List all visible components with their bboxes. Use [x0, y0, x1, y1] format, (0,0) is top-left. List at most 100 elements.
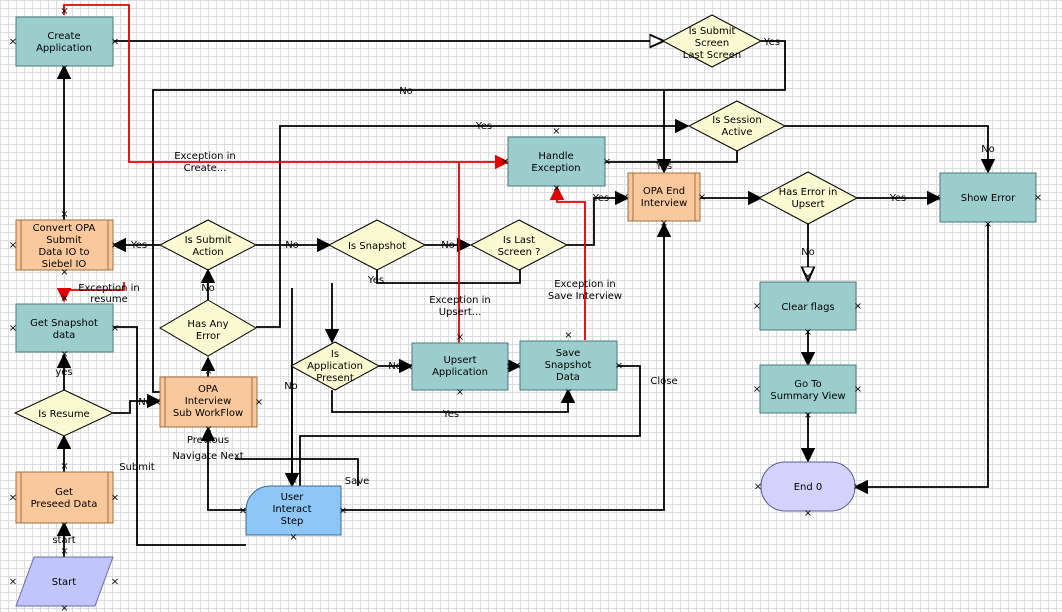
edge-label-exc-create-2: Create... [184, 163, 227, 174]
create-application-label-2: Application [36, 43, 92, 54]
edge-label-no-error-upsert: No [801, 247, 815, 258]
get-snapshot-label-2: data [53, 330, 76, 341]
has-any-error-label-2: Error [196, 331, 221, 342]
edge-session-showerror [785, 125, 996, 174]
create-application-label-1: Create [47, 31, 80, 42]
edge-label-save: Save [345, 476, 370, 487]
edge-submitscreen-no [152, 89, 664, 393]
has-error-upsert-label-2: Upsert [791, 199, 824, 210]
get-preseed-data-node[interactable]: Get Preseed Data [15, 471, 114, 524]
has-any-error-label-1: Has Any [187, 319, 228, 330]
port-marker: × [204, 366, 212, 377]
get-preseed-label-2: Preseed Data [31, 499, 98, 510]
show-error-node[interactable]: Show Error [939, 172, 1037, 223]
port-marker: × [603, 157, 611, 168]
is-resume-decision[interactable]: Is Resume [13, 389, 115, 437]
port-marker: × [621, 192, 629, 203]
edge-label-exc-save-2: Save Interview [548, 291, 622, 302]
has-error-in-upsert-decision[interactable]: Has Error in Upsert [757, 171, 859, 225]
user-interact-step-node[interactable]: User Interact Step [245, 485, 342, 536]
convert-opa-submit-node[interactable]: Convert OPA Submit Data IO to Siebel IO [15, 219, 114, 271]
opa-end-interview-node[interactable]: OPA End Interview [627, 172, 701, 222]
port-marker: × [615, 361, 623, 372]
port-marker: × [660, 162, 668, 173]
upsert-application-node[interactable]: Upsert Application [411, 342, 509, 391]
edge-label-yes-snapshot: Yes [367, 275, 384, 286]
handle-exception-node[interactable]: Handle Exception [507, 136, 606, 187]
opa-interview-label-3: Sub WorkFlow [173, 408, 243, 419]
port-marker: × [804, 508, 812, 519]
port-marker: × [60, 63, 68, 74]
port-marker: × [60, 349, 68, 360]
port-marker: × [698, 192, 706, 203]
port-marker: × [60, 6, 68, 17]
port-marker: × [506, 362, 514, 373]
is-application-present-decision[interactable]: Is Application Present [289, 341, 381, 391]
is-session-label-1: Is Session [712, 115, 762, 126]
save-snapshot-label-2: Snapshot [545, 360, 592, 371]
edge-label-exc-resume-1: Exception in [78, 283, 140, 294]
upsert-application-label-1: Upsert [443, 355, 476, 366]
edge-label-no-app-present-down: No [284, 381, 298, 392]
go-to-summary-view-node[interactable]: Go To Summary View [759, 364, 857, 414]
clear-flags-label: Clear flags [781, 302, 834, 313]
edge-user-close [341, 222, 672, 511]
port-marker: × [289, 475, 297, 486]
is-last-screen-decision[interactable]: Is Last Screen ? [469, 219, 569, 271]
is-session-active-decision[interactable]: Is Session Active [687, 100, 787, 152]
is-snapshot-label: Is Snapshot [348, 241, 406, 252]
port-marker: × [60, 520, 68, 531]
port-marker: × [289, 532, 297, 543]
is-resume-label: Is Resume [38, 409, 89, 420]
port-marker: × [804, 451, 812, 462]
edge-label-no-resume: No [138, 397, 152, 408]
edge-exception-resume [56, 282, 125, 303]
get-snapshot-label-1: Get Snapshot [30, 318, 98, 329]
port-marker: × [456, 387, 464, 398]
edge-label-yes-last-screen: Yes [592, 193, 609, 204]
edge-savesnap-user [299, 365, 641, 486]
clear-flags-node[interactable]: Clear flags [759, 281, 857, 331]
port-marker: × [854, 384, 862, 395]
opa-end-label-1: OPA End [643, 186, 685, 197]
is-app-present-label-1: Is [331, 349, 339, 360]
is-submit-screen-decision[interactable]: Is Submit Screen Last Screen [661, 14, 763, 68]
port-marker: × [501, 157, 509, 168]
edge-label-yes-error-upsert: Yes [889, 193, 906, 204]
user-interact-label-3: Step [281, 516, 304, 527]
port-marker: × [564, 387, 572, 398]
port-marker: × [804, 354, 812, 365]
connection-ports: ××××××××××××××××××××××××××××××××××××××××… [9, 6, 1042, 612]
edge-label-close: Close [650, 376, 677, 387]
edge-label-navigate-next: Navigate Next [172, 451, 243, 462]
port-marker: × [456, 332, 464, 343]
port-marker: × [753, 301, 761, 312]
is-submit-action-label-1: Is Submit [185, 235, 232, 246]
is-submit-action-decision[interactable]: Is Submit Action [158, 219, 258, 271]
is-submit-screen-label-2: Screen [695, 38, 729, 49]
start-node[interactable]: Start [15, 556, 114, 607]
port-marker: × [255, 397, 263, 408]
edge-label-yes-app-present: Yes [442, 409, 459, 420]
port-marker: × [754, 482, 762, 493]
edge-label-no-submit-action: No [285, 240, 299, 251]
edge-label-no-snapshot: No [441, 240, 455, 251]
edge-resume-opa [113, 393, 162, 414]
port-marker: × [9, 323, 17, 334]
save-snapshot-label-1: Save [556, 348, 581, 359]
create-application-node[interactable]: Create Application [15, 16, 114, 67]
opa-interview-subworkflow-node[interactable]: OPA Interview Sub WorkFlow [159, 376, 258, 428]
opa-end-label-2: Interview [641, 198, 688, 209]
save-snapshot-label-3: Data [556, 372, 580, 383]
edge-label-exc-save-1: Exception in [554, 279, 616, 290]
is-snapshot-decision[interactable]: Is Snapshot [327, 219, 427, 271]
get-snapshot-data-node[interactable]: Get Snapshot data [15, 303, 114, 353]
port-marker: × [552, 126, 560, 137]
edge-label-yes-submit-screen: Yes [763, 37, 780, 48]
handle-exception-label-2: Exception [531, 163, 580, 174]
has-any-error-decision[interactable]: Has Any Error [159, 299, 257, 357]
edge-label-yes-session: Yes [655, 161, 672, 172]
save-snapshot-data-node[interactable]: Save Snapshot Data [519, 340, 618, 391]
edge-hasanyerror-yes [256, 118, 690, 328]
end-node[interactable]: End 0 [760, 461, 856, 512]
